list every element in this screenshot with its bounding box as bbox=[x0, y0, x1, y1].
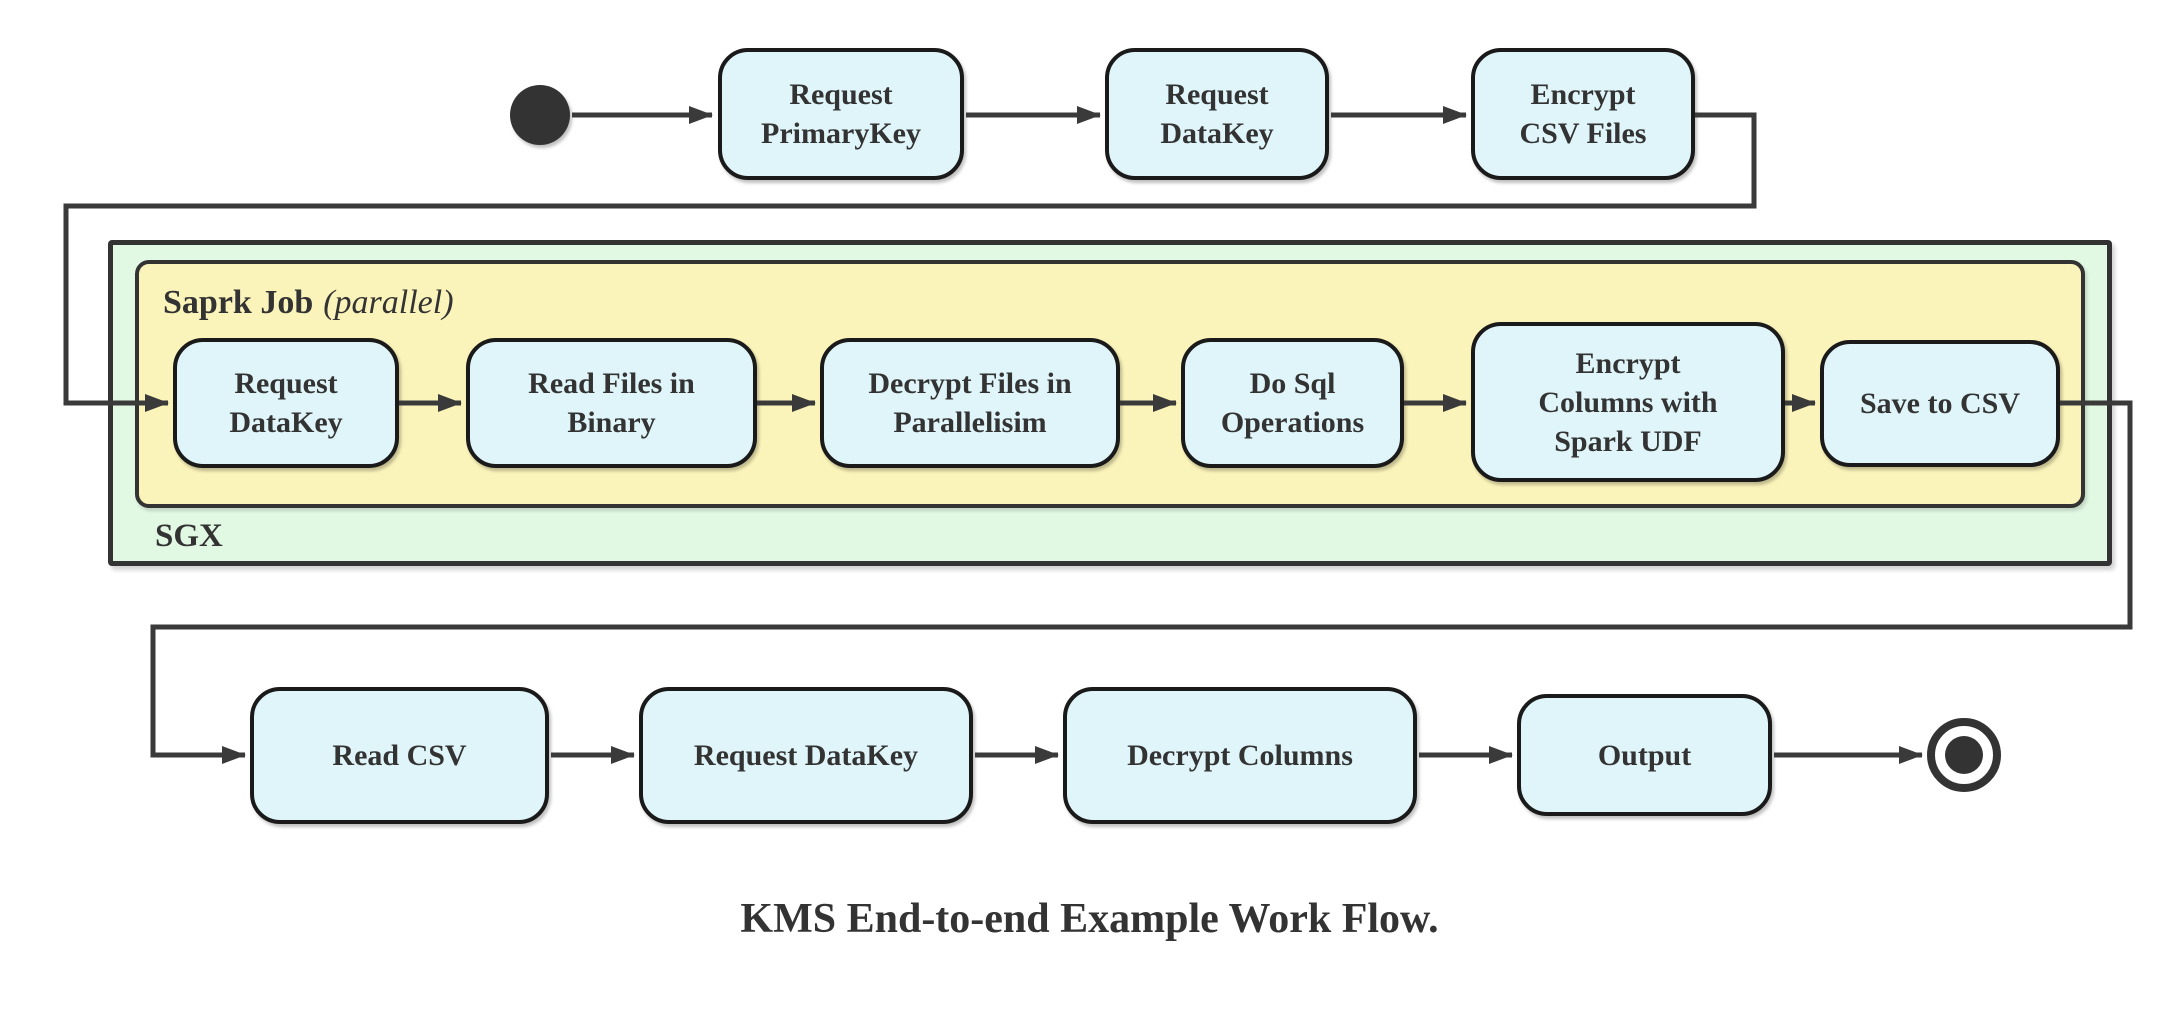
spark-job-title: Saprk Job bbox=[163, 284, 314, 321]
activity-save-to-csv: Save to CSV bbox=[1820, 340, 2060, 467]
activity-read-csv: Read CSV bbox=[250, 687, 549, 824]
end-node-icon bbox=[1927, 718, 2001, 792]
start-node-icon bbox=[510, 85, 570, 145]
activity-decrypt-columns: Decrypt Columns bbox=[1063, 687, 1417, 824]
activity-output: Output bbox=[1517, 694, 1772, 816]
activity-request-datakey-top: Request DataKey bbox=[1105, 48, 1329, 180]
spark-job-label: Saprk Job(parallel) bbox=[163, 284, 454, 321]
activity-request-datakey-bottom: Request DataKey bbox=[639, 687, 973, 824]
spark-job-modifier: (parallel) bbox=[323, 284, 454, 321]
activity-encrypt-csv-files: Encrypt CSV Files bbox=[1471, 48, 1695, 180]
activity-request-primarykey: Request PrimaryKey bbox=[718, 48, 964, 180]
diagram-caption: KMS End-to-end Example Work Flow. bbox=[740, 896, 1439, 942]
sgx-label: SGX bbox=[155, 518, 223, 554]
activity-read-files-in-binary: Read Files in Binary bbox=[466, 338, 757, 468]
end-node-dot bbox=[1945, 736, 1983, 774]
activity-decrypt-files-in-parallelisim: Decrypt Files in Parallelisim bbox=[820, 338, 1120, 468]
activity-encrypt-columns-with-spark-udf: Encrypt Columns with Spark UDF bbox=[1471, 322, 1785, 482]
activity-do-sql-operations: Do Sql Operations bbox=[1181, 338, 1404, 468]
activity-request-datakey-sgx: Request DataKey bbox=[173, 338, 399, 468]
